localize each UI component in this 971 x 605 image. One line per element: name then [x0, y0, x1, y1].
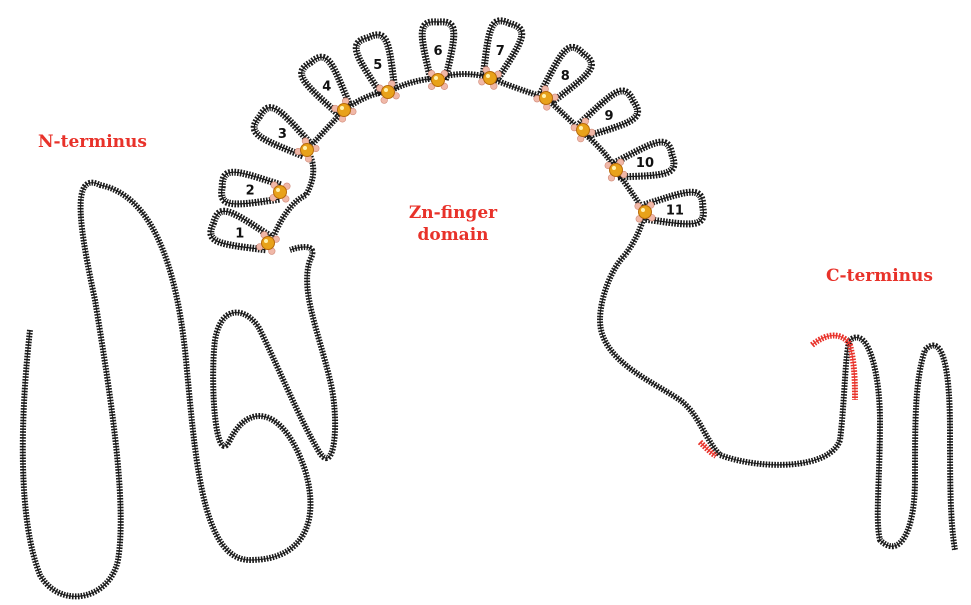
zinc-ion-highlight-6	[434, 76, 438, 80]
finger-number-4: 4	[322, 79, 331, 94]
finger-number-9: 9	[604, 109, 613, 124]
finger-number-10: 10	[636, 156, 654, 171]
finger-number-3: 3	[278, 127, 287, 142]
finger-number-7: 7	[496, 44, 505, 59]
zinc-ion-highlight-10	[612, 166, 616, 170]
zinc-ion-2	[274, 186, 287, 199]
zinc-ion-7	[484, 72, 497, 85]
zinc-ion-6	[432, 74, 445, 87]
n-terminal-chain-core	[23, 183, 335, 597]
zinc-ion-highlight-5	[384, 88, 388, 92]
zinc-ion-11	[639, 206, 652, 219]
zinc-ion-1	[262, 237, 275, 250]
zinc-ion-8	[540, 92, 553, 105]
zinc-ion-highlight-2	[276, 188, 280, 192]
c-terminal-chain-core	[600, 255, 955, 550]
c-terminal-chain	[600, 255, 955, 550]
zinc-ion-10	[610, 164, 623, 177]
finger-number-5: 5	[373, 58, 382, 73]
zinc-ion-highlight-1	[264, 239, 268, 243]
zinc-ion-highlight-9	[579, 126, 583, 130]
zinc-ion-4	[338, 104, 351, 117]
zinc-ion-5	[382, 86, 395, 99]
c-terminus-label: C-terminus	[826, 265, 933, 287]
zinc-ion-highlight-11	[641, 208, 645, 212]
finger-number-6: 6	[433, 44, 442, 59]
zn-finger-domain-label: Zn-finger domain	[398, 202, 508, 246]
zinc-ion-9	[577, 124, 590, 137]
zinc-ion-highlight-3	[303, 146, 307, 150]
zinc-ion-3	[301, 144, 314, 157]
finger-number-11: 11	[666, 203, 684, 218]
zinc-ion-highlight-7	[486, 74, 490, 78]
n-terminus-label: N-terminus	[38, 131, 147, 153]
zinc-ion-highlight-8	[542, 94, 546, 98]
backbone-chains	[23, 74, 955, 596]
zinc-ion-highlight-4	[340, 106, 344, 110]
finger-number-8: 8	[561, 69, 570, 84]
finger-number-1: 1	[235, 227, 244, 242]
zn-finger-label-line1: Zn-finger	[398, 202, 508, 224]
finger-number-2: 2	[246, 183, 255, 198]
zn-finger-label-line2: domain	[398, 224, 508, 246]
